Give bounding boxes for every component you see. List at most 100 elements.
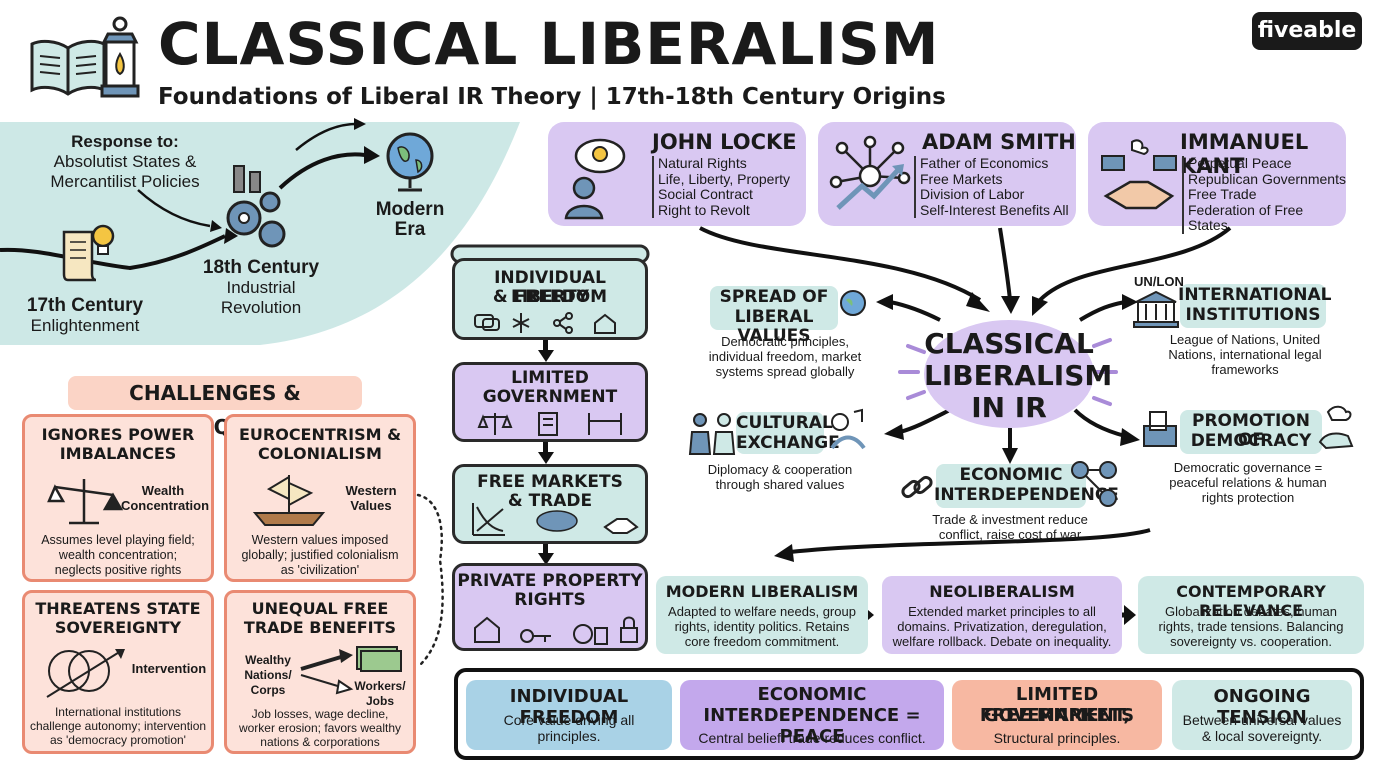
stage1-line1: 17th Century (26, 295, 144, 316)
principle-title-2: & FREEDOM (492, 287, 608, 307)
stage2-line1: 18th Century (202, 257, 320, 278)
stage2-line2: Industrial (226, 278, 296, 297)
desc-line: domains. Privatization, deregulation, (897, 619, 1107, 634)
challenge-title-2: IMBALANCES (59, 444, 177, 463)
democracy-title1: PROMOTION OF (1192, 411, 1310, 450)
challenges-heading: CHALLENGES & CRITIQUES (68, 376, 362, 439)
summary-title-1: LIMITED GOVERNMENT, (983, 684, 1131, 726)
outcome-institutions[interactable]: UN/LON INTERNATIONAL INSTITUTIONS League… (1130, 274, 1336, 384)
summary-ongoing-tension[interactable]: ONGOING TENSION Between universal values… (1172, 680, 1352, 750)
point: Natural Rights (658, 155, 747, 171)
principle-free-markets[interactable]: FREE MARKETS & TRADE (452, 464, 648, 544)
point: Father of Economics (920, 155, 1049, 171)
challenge-title-1: EUROCENTRISM & (238, 425, 402, 444)
evolution-title: CONTEMPORARY RELEVANCE (1176, 582, 1326, 620)
spread-title2: LIBERAL VALUES (734, 307, 814, 346)
point: Division of Labor (920, 186, 1025, 202)
summary-limited-government[interactable]: LIMITED GOVERNMENT, FREE MARKETS Structu… (952, 680, 1162, 750)
summary-title: INDIVIDUAL FREEDOM (509, 686, 629, 728)
desc-line: rights protection (1201, 490, 1295, 505)
core-line3: IN IR (971, 391, 1047, 424)
challenge-eurocentrism[interactable]: EUROCENTRISM & COLONIALISM Western Value… (224, 414, 416, 582)
stage3-line2: Era (394, 219, 426, 240)
desc-line: nations & corporations (260, 735, 380, 749)
principle-private-property[interactable]: PRIVATE PROPERTY RIGHTS (452, 563, 648, 651)
challenge-state-sovereignty[interactable]: THREATENS STATE SOVEREIGNTY Intervention… (22, 590, 214, 754)
principle-title-2: RIGHTS (514, 590, 586, 610)
response-text: Absolutist States & Mercantilist Policie… (50, 152, 200, 191)
challenge-power-imbalances[interactable]: IGNORES POWER IMBALANCES Wealth Concentr… (22, 414, 214, 582)
outcome-economic-interdependence[interactable]: ECONOMIC INTERDEPENDENCE Trade & investm… (900, 460, 1120, 546)
outcome-democracy[interactable]: PROMOTION OF DEMOCRACY Democratic govern… (1140, 402, 1356, 512)
challenge-desc: Assumes level playing field; wealth conc… (29, 533, 207, 578)
point: Free Markets (920, 170, 1003, 187)
economic-highlight (936, 464, 1086, 508)
institutions-badge: UN/LON (1134, 274, 1184, 289)
spread-desc: Democratic principles, individual freedo… (690, 334, 880, 379)
cultural-highlight (736, 412, 824, 454)
desc-line: individual freedom, market (708, 349, 862, 364)
summary-title: ONGOING TENSION (1213, 686, 1311, 728)
evolution-desc: Globalization debates, human rights, tra… (1144, 604, 1358, 649)
point: Perpetual Peace (1188, 155, 1292, 171)
desc-line: globally; justified colonialism (241, 548, 399, 562)
page-subtitle: Foundations of Liberal IR Theory | 17th-… (158, 84, 946, 110)
challenge-title-2: TRADE BENEFITS (243, 618, 397, 637)
challenge-desc: International institutions challenge aut… (29, 705, 207, 747)
philosopher-points: Perpetual Peace Republican Governments F… (1182, 155, 1346, 234)
desc-line: Central belief: trade reduces conflict. (698, 730, 926, 746)
challenge-title-2: SOVEREIGNTY (54, 618, 182, 637)
principle-limited-government[interactable]: LIMITED GOVERNMENT (452, 362, 648, 442)
desc-line: Democratic governance = (1173, 460, 1323, 475)
philosopher-smith[interactable]: ADAM SMITH Father of Economics Free Mark… (818, 122, 1076, 226)
stage2-line3: Revolution (220, 298, 302, 317)
summary-individual-freedom[interactable]: INDIVIDUAL FREEDOM Core value driving al… (466, 680, 672, 750)
page-title: CLASSICAL LIBERALISM (158, 10, 940, 78)
principle-title-1: LIMITED (511, 368, 589, 388)
principle-title-1: INDIVIDUAL LIBERTY (494, 268, 606, 307)
brand-logo[interactable]: fiveable (1252, 12, 1362, 50)
summary-desc: Structural principles. (956, 730, 1158, 746)
timeline-response: Response to: Absolutist States & Mercant… (40, 132, 210, 192)
desc-line: Structural principles. (993, 730, 1121, 746)
desc-line: Extended market principles to all (908, 604, 1096, 619)
challenge-title-1: IGNORES POWER (41, 425, 195, 444)
challenge-label-2: Concentration (120, 498, 210, 513)
spread-highlight (710, 286, 838, 330)
challenge-unequal-trade[interactable]: UNEQUAL FREE TRADE BENEFITS Wealthy Nati… (224, 590, 416, 754)
philosopher-kant[interactable]: IMMANUEL KANT Perpetual Peace Republican… (1088, 122, 1346, 234)
evolution-desc: Adapted to welfare needs, group rights, … (662, 604, 862, 649)
evolution-contemporary[interactable]: CONTEMPORARY RELEVANCE Globalization deb… (1138, 576, 1364, 654)
cultural-desc: Diplomacy & cooperation through shared v… (684, 462, 876, 492)
summary-bar (454, 668, 1364, 760)
core-node[interactable]: CLASSICAL LIBERALISM IN IR (924, 320, 1112, 428)
summary-title-2: INTERDEPENDENCE = PEACE (703, 705, 921, 747)
desc-line: systems spread globally (715, 364, 855, 379)
philosopher-name: IMMANUEL KANT (1180, 130, 1309, 178)
evolution-modern-liberalism[interactable]: MODERN LIBERALISM Adapted to welfare nee… (656, 576, 868, 654)
summary-economic-interdependence[interactable]: ECONOMIC INTERDEPENDENCE = PEACE Central… (680, 680, 944, 750)
stage-industrial: 18th Century Industrial Revolution (196, 258, 326, 318)
institutions-highlight (1180, 284, 1326, 328)
philosopher-locke[interactable]: JOHN LOCKE Natural Rights Life, Liberty,… (548, 122, 806, 226)
desc-line: League of Nations, United (1169, 332, 1321, 347)
challenge-desc: Western values imposed globally; justifi… (231, 533, 409, 578)
outcome-spread-values[interactable]: SPREAD OF LIBERAL VALUES Democratic prin… (690, 282, 880, 382)
challenge-label-2: Values (350, 498, 392, 513)
point: Republican Governments (1188, 170, 1346, 187)
response-label: Response to: (71, 132, 179, 151)
desc-line: as 'democracy promotion' (50, 733, 186, 747)
point: Self-Interest Benefits All (920, 201, 1069, 218)
principle-individual-liberty[interactable]: INDIVIDUAL LIBERTY & FREEDOM (452, 258, 648, 340)
democracy-title2: DEMOCRACY (1190, 431, 1312, 451)
desc-line: Globalization debates, human (1164, 604, 1337, 619)
outcome-cultural-exchange[interactable]: CULTURAL EXCHANGE Diplomacy & cooperatio… (684, 406, 876, 496)
institutions-desc: League of Nations, United Nations, inter… (1152, 332, 1338, 377)
desc-line: frameworks (1211, 362, 1279, 377)
challenge-label-2: Workers/ Jobs (354, 679, 406, 708)
desc-line: welfare rollback. Debate on inequality. (892, 634, 1112, 649)
evolution-neoliberalism[interactable]: NEOLIBERALISM Extended market principles… (882, 576, 1122, 654)
challenge-title-1: UNEQUAL FREE (251, 599, 389, 618)
principle-title-1: FREE MARKETS (477, 472, 623, 492)
evolution-title: NEOLIBERALISM (929, 582, 1075, 601)
